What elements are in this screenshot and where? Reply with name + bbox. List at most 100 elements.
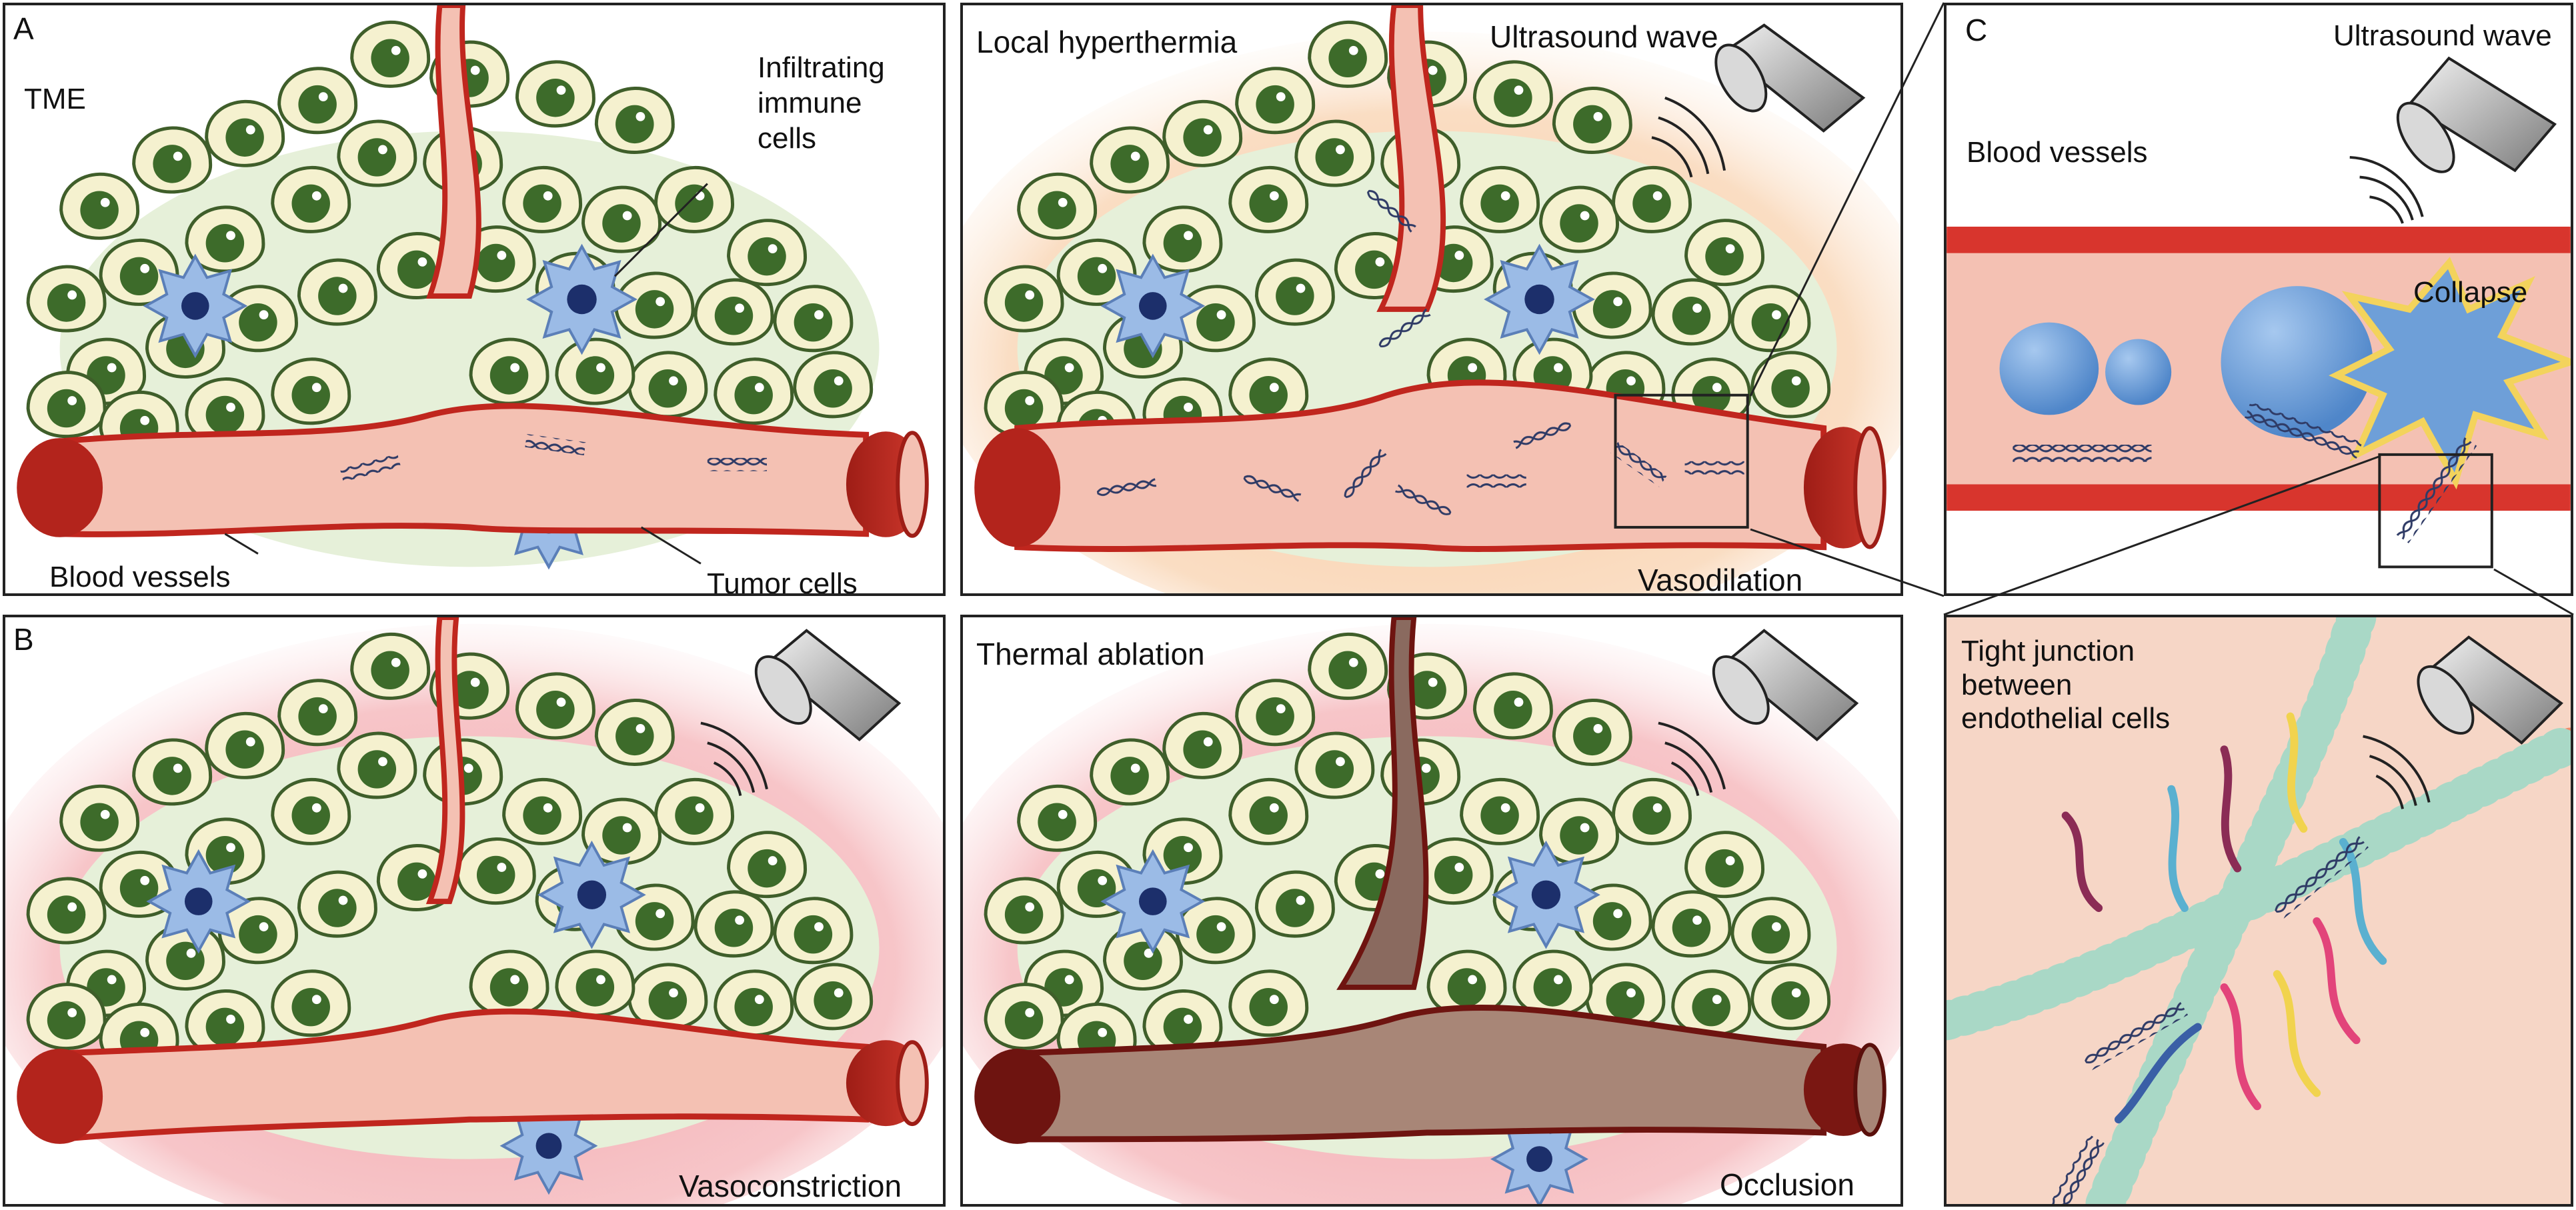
- immune-cell: [146, 849, 251, 954]
- tumor-cell: [1228, 969, 1309, 1037]
- thermal-ablation-illustration: [963, 617, 1900, 1204]
- transducer-icon: [2417, 635, 2563, 745]
- tumor-cell: [271, 777, 351, 845]
- tumor-cell: [1750, 351, 1831, 419]
- tumor-cell: [1162, 99, 1243, 167]
- tumor-cell: [984, 265, 1064, 333]
- tumor-cell: [469, 337, 549, 405]
- panel-local-hyperthermia: Local hyperthermia Ultrasound wave Vasod…: [960, 3, 1903, 596]
- panel-a-tme: A TME Infiltrating immune cells Blood ve…: [3, 3, 946, 596]
- hyperthermia-illustration: [963, 5, 1900, 593]
- tumor-cell: [773, 285, 854, 353]
- immune-cell: [526, 243, 637, 355]
- tumor-cell: [26, 371, 107, 439]
- blood-vessel-constricted: [17, 1008, 929, 1144]
- tumor-cell: [1228, 166, 1309, 233]
- tumor-cell: [727, 219, 807, 287]
- tumor-cell: [297, 258, 377, 326]
- label-vasoconstriction: Vasoconstriction: [679, 1169, 902, 1203]
- tumor-cell: [1572, 271, 1652, 339]
- tumor-cell: [1017, 784, 1098, 852]
- immune-cell: [143, 253, 248, 359]
- tumor-cell: [277, 67, 358, 135]
- blood-vessel-vertical: [1376, 5, 1446, 312]
- tumor-cell: [594, 87, 675, 154]
- label-infiltrating-immune-cells: Infiltrating immune cells: [758, 51, 885, 155]
- tumor-cell: [1684, 831, 1764, 899]
- immune-cell: [499, 1097, 598, 1195]
- zoom-box: [1614, 393, 1749, 529]
- panel-letter-b: B: [13, 622, 34, 657]
- tumor-cell: [1142, 205, 1223, 273]
- immune-cell: [537, 840, 646, 949]
- tumor-cell: [1294, 731, 1375, 799]
- tight-junction-illustration: [1947, 617, 2571, 1204]
- tumor-cell: [1142, 989, 1223, 1057]
- dna-strands: [339, 434, 768, 482]
- tumor-cell: [337, 731, 417, 799]
- tumor-cell: [455, 837, 536, 905]
- tumor-cell: [1162, 711, 1243, 779]
- wave-arc-icon: [2363, 735, 2431, 809]
- label-blood-vessels: Blood vessels: [49, 561, 231, 593]
- tumor-cell: [1472, 60, 1553, 128]
- tumor-cell: [1254, 258, 1335, 326]
- blood-vessel-vertical-occluded: [1336, 617, 1429, 990]
- tumor-cell: [1612, 166, 1692, 233]
- tumor-cell: [1572, 883, 1652, 951]
- tumor-cell: [185, 989, 265, 1057]
- tumor-cell: [1235, 67, 1316, 135]
- tumor-cell: [793, 963, 874, 1031]
- blood-vessel-occluded: [974, 1005, 1886, 1144]
- tumor-cell: [1612, 777, 1692, 845]
- tumor-cell: [773, 897, 854, 965]
- tumor-cell: [694, 278, 774, 346]
- panel-b-vasoconstriction: B Vasoconstriction: [3, 615, 946, 1207]
- tumor-cell: [1175, 897, 1256, 965]
- blood-vessel-horizontal: [17, 403, 929, 538]
- tumor-cell: [714, 357, 794, 425]
- tumor-cell: [1254, 870, 1335, 938]
- tumor-cell: [627, 351, 708, 419]
- tumor-cell: [694, 890, 774, 958]
- tumor-cell: [1460, 166, 1540, 233]
- label-tumor-cells: Tumor cells: [707, 567, 858, 596]
- tumor-cell: [984, 371, 1064, 439]
- immune-cell: [1100, 253, 1206, 359]
- tumor-cell: [1334, 232, 1414, 299]
- wave-arc-icon: [700, 721, 768, 796]
- immune-cell: [1492, 840, 1600, 949]
- label-blood-vessels-c: Blood vessels: [1967, 136, 2148, 169]
- transducer-icon: [2396, 56, 2557, 173]
- tumor-cell: [1730, 897, 1811, 965]
- vessel-wall-top: [1947, 226, 2571, 253]
- panel-letter-c: C: [1965, 13, 1988, 47]
- tumor-cell: [271, 166, 351, 233]
- tumor-cell: [1235, 679, 1316, 747]
- tumor-cell: [185, 205, 265, 273]
- tumor-cell: [1175, 285, 1256, 353]
- tumor-cell: [1142, 817, 1223, 885]
- annotation-leader-lines: [224, 183, 708, 565]
- dna-strands: [2033, 834, 2369, 1204]
- immune-cell: [1484, 243, 1595, 355]
- label-ultrasound-wave-c: Ultrasound wave: [2333, 19, 2552, 52]
- blood-vessel-vertical: [425, 5, 481, 299]
- tumor-cell: [614, 271, 695, 339]
- tumor-cell: [1308, 632, 1388, 700]
- tumor-cell: [654, 777, 734, 845]
- tumor-cell: [502, 166, 583, 233]
- junction-proteins: [2061, 712, 2387, 1124]
- tumor-cell: [271, 969, 351, 1037]
- tumor-cell: [654, 166, 734, 233]
- vessel-wall-bottom: [1947, 484, 2571, 511]
- tumor-cell: [1413, 837, 1494, 905]
- tumor-cell: [793, 351, 874, 419]
- tumor-microenvironment-illustration: [17, 5, 929, 570]
- tumor-cell: [26, 265, 107, 333]
- tumor-cell: [99, 239, 179, 306]
- tumor-cell: [1308, 20, 1388, 88]
- tumor-cell: [145, 923, 225, 991]
- tumor-cell: [59, 172, 140, 240]
- label-occlusion: Occlusion: [1720, 1167, 1854, 1202]
